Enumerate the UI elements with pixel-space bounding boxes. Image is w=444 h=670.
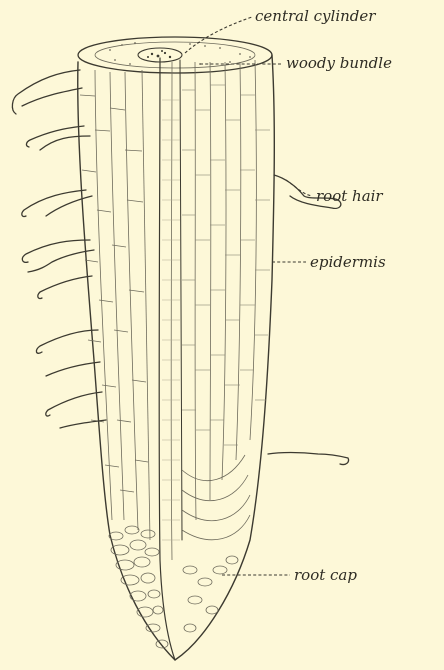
root-hair [12, 70, 80, 114]
labels: central cylinder woody bundle root hair … [255, 7, 392, 584]
label-root-cap: root cap [294, 566, 357, 584]
leader-lines [185, 17, 312, 575]
root-cap-cells [109, 526, 238, 648]
root-hair [22, 240, 90, 262]
root-hair [46, 362, 100, 376]
root-hair [22, 88, 82, 106]
root-hair [28, 250, 94, 272]
root-hair [268, 453, 349, 465]
left-surface-cells [80, 70, 150, 540]
label-central-cylinder: central cylinder [255, 7, 376, 25]
root-hair [22, 190, 86, 217]
root-hair [36, 330, 98, 353]
root-hair [40, 136, 90, 150]
meristem-arcs [182, 455, 250, 540]
label-woody-bundle: woody bundle [286, 54, 392, 72]
label-root-hair: root hair [316, 187, 383, 205]
cortex-ring [95, 42, 255, 68]
root-hair [46, 196, 92, 216]
root-body [78, 37, 275, 660]
root-hair [46, 392, 102, 416]
section-interior-cells [171, 60, 256, 560]
core-stipple [147, 50, 171, 58]
section-cut-edge [159, 58, 175, 660]
section-back-edge [180, 60, 182, 540]
label-epidermis: epidermis [310, 253, 386, 271]
root-hair [38, 276, 92, 299]
root-outline [78, 55, 275, 660]
